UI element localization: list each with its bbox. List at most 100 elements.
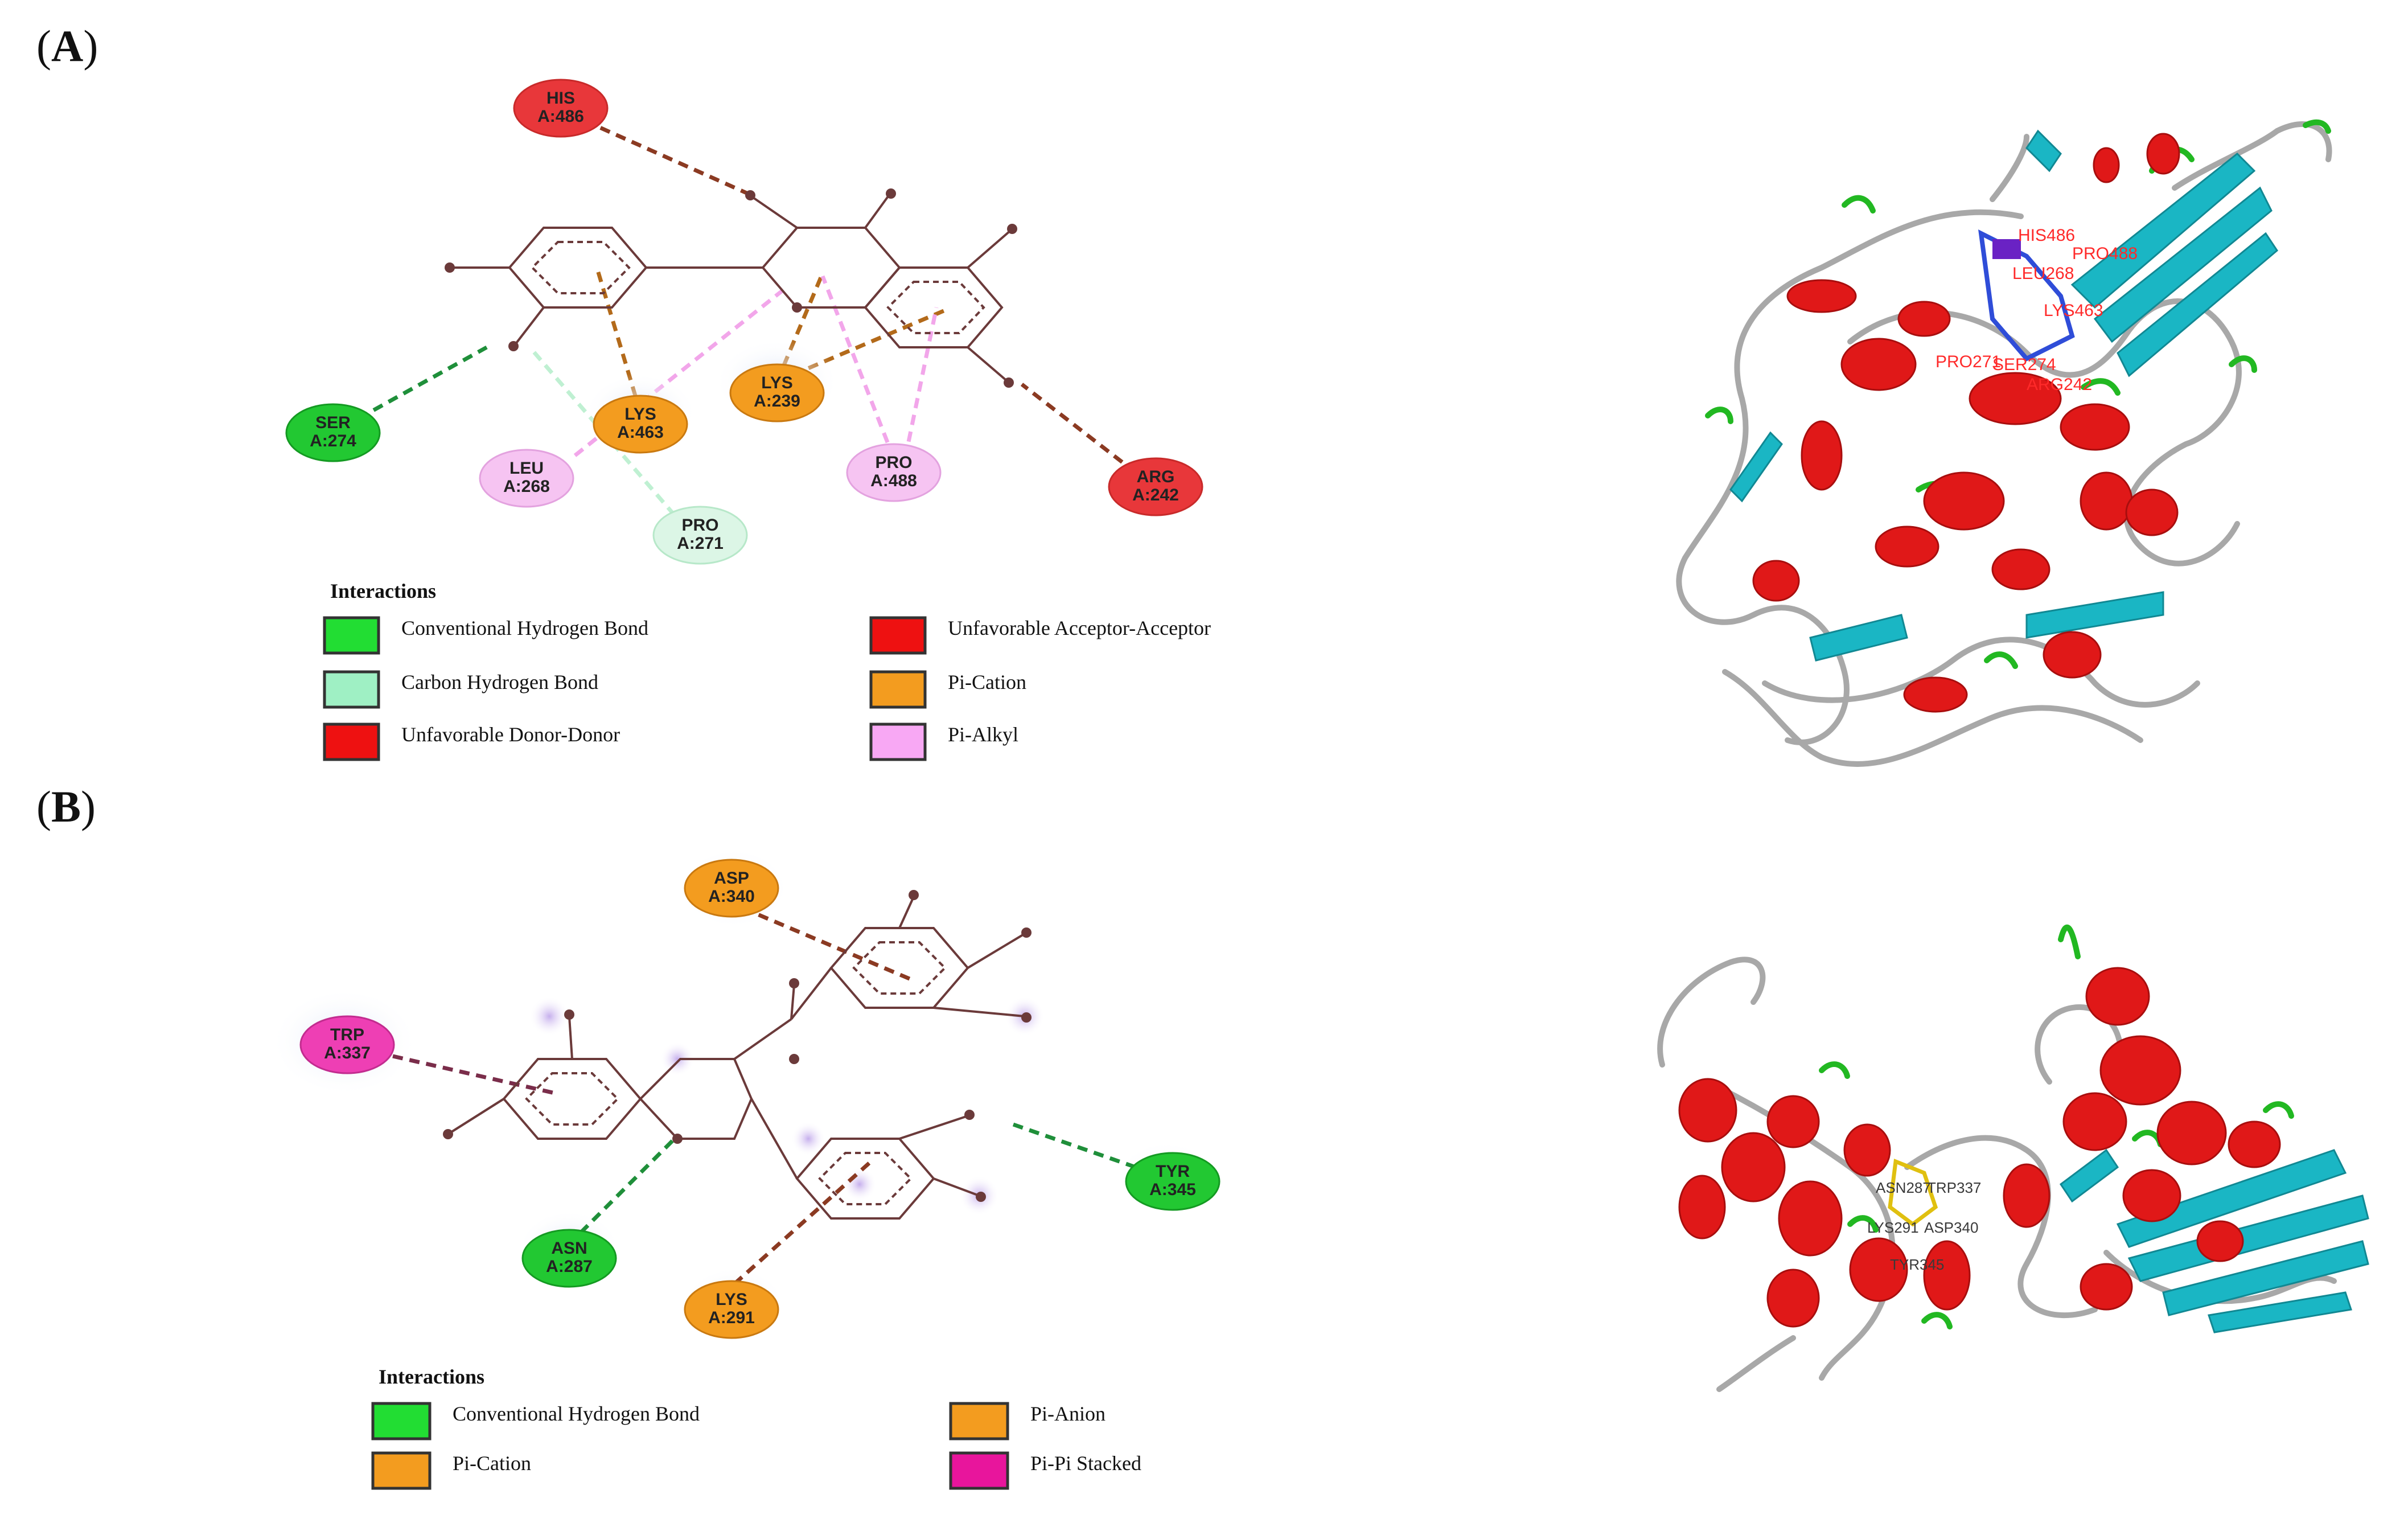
residue-name: ASN	[551, 1239, 587, 1258]
panel-b-legend: Interactions Conventional Hydrogen Bond …	[371, 1365, 1141, 1490]
residue-number: A:463	[617, 423, 664, 442]
bond-asp340	[742, 906, 912, 982]
svg-text:ASP340: ASP340	[1924, 1219, 1978, 1236]
svg-text:LYS291: LYS291	[1867, 1219, 1919, 1236]
helices-a	[1752, 133, 2180, 713]
bond-lys239-b	[776, 308, 946, 384]
bond-oh-7	[449, 1098, 505, 1134]
ring-a	[864, 266, 1004, 348]
residue-trp337: TRP A:337	[299, 1015, 395, 1074]
residue-name: TYR	[1156, 1162, 1190, 1181]
svg-text:Conventional Hydrogen Bond: Conventional Hydrogen Bond	[401, 617, 648, 639]
bond-asn287	[579, 1134, 679, 1234]
residue-name: HIS	[546, 89, 575, 108]
residue-lys463: LYS A:463	[593, 395, 688, 454]
ligand-b-3d	[1888, 1159, 1938, 1227]
binding-site-labels-a: HIS486 PRO488 LEU268 LYS463 PRO271 SER27…	[1936, 226, 2138, 394]
svg-text:Pi-Cation: Pi-Cation	[948, 671, 1026, 693]
sheets-b	[2059, 1148, 2369, 1333]
residue-pro488: PRO A:488	[846, 443, 942, 502]
ring-b	[508, 227, 648, 309]
bond-ser274	[357, 345, 488, 421]
legend-item-pi-cation: Pi-Cation	[869, 670, 1026, 709]
residue-number: A:239	[754, 392, 800, 411]
residue-name: TRP	[330, 1025, 364, 1044]
residue-number: A:291	[708, 1308, 755, 1327]
svg-text:Unfavorable Donor-Donor: Unfavorable Donor-Donor	[401, 723, 620, 746]
residue-name: ASP	[714, 869, 749, 888]
ring-a-b	[502, 1058, 642, 1140]
panel-b-label: (B)	[36, 782, 96, 831]
ligand-b	[449, 896, 1026, 1220]
residue-number: A:340	[708, 887, 755, 906]
svg-text:ASN287: ASN287	[1876, 1179, 1931, 1196]
svg-text:PRO271: PRO271	[1936, 352, 2001, 371]
bond-ester	[733, 1018, 792, 1060]
legend-title: Interactions	[379, 1365, 484, 1388]
residue-number: A:345	[1149, 1180, 1196, 1199]
legend-item-pi-anion: Pi-Anion	[949, 1402, 1106, 1440]
svg-text:SER274: SER274	[1992, 355, 2056, 374]
svg-text:HIS486: HIS486	[2018, 226, 2075, 245]
helices-b	[1678, 967, 2281, 1328]
svg-text:LEU268: LEU268	[2012, 264, 2074, 283]
svg-text:TRP337: TRP337	[1927, 1179, 1981, 1196]
residue-number: A:488	[870, 471, 917, 490]
ligand-a-3d	[1978, 229, 2075, 362]
residue-tyr345: TYR A:345	[1125, 1152, 1221, 1211]
residue-name: LYS	[761, 373, 793, 392]
bond-oh-5	[568, 1016, 573, 1060]
svg-text:Unfavorable Acceptor-Acceptor: Unfavorable Acceptor-Acceptor	[948, 617, 1211, 639]
ligand-a	[453, 195, 1012, 383]
bond-oh-2	[967, 933, 1026, 969]
svg-text:Carbon Hydrogen Bond: Carbon Hydrogen Bond	[401, 671, 598, 693]
legend-item-conventional-hbond-b: Conventional Hydrogen Bond	[371, 1402, 700, 1440]
bond-oh-arg	[967, 346, 1009, 383]
ring-catechol-aromatic	[818, 1152, 913, 1205]
residue-ser274: SER A:274	[285, 403, 381, 462]
svg-text:Pi-Anion: Pi-Anion	[1030, 1402, 1106, 1425]
residue-name: LEU	[509, 459, 544, 478]
bond-oh-top	[967, 229, 1012, 269]
binding-site-labels-b: ASN287 TRP337 LYS291 ASP340 TYR345	[1867, 1179, 1981, 1273]
svg-text:ARG242: ARG242	[2027, 375, 2092, 394]
ring-galloyl-aromatic	[852, 941, 947, 995]
residue-his486: HIS A:486	[513, 79, 609, 138]
bond-ester-2	[790, 967, 832, 1020]
legend-title: Interactions	[330, 580, 436, 602]
svg-text:Pi-Pi Stacked: Pi-Pi Stacked	[1030, 1452, 1141, 1475]
residue-lys239: LYS A:239	[729, 363, 825, 422]
residue-number: A:274	[310, 432, 356, 450]
bond-oh-1	[898, 896, 915, 929]
residue-pro271: PRO A:271	[652, 506, 748, 565]
legend-item-pi-pi-stacked: Pi-Pi Stacked	[949, 1451, 1141, 1490]
panel-a-legend: Interactions Conventional Hydrogen Bond …	[323, 580, 1211, 761]
bond-carbonyl	[864, 195, 889, 229]
residue-name: LYS	[624, 405, 656, 424]
svg-text:Conventional Hydrogen Bond: Conventional Hydrogen Bond	[453, 1402, 700, 1425]
bond-oh-ser	[514, 306, 545, 346]
residue-number: A:271	[677, 534, 724, 553]
legend-item-carbon-hbond: Carbon Hydrogen Bond	[323, 670, 598, 709]
bond-trp337	[392, 1054, 556, 1095]
residue-number: A:337	[324, 1044, 371, 1062]
residue-number: A:287	[546, 1257, 593, 1276]
residue-asp340: ASP A:340	[684, 859, 779, 918]
residue-lys291: LYS A:291	[684, 1280, 779, 1339]
svg-text:LYS463: LYS463	[2044, 301, 2103, 320]
bond-oh-his	[750, 195, 798, 229]
bond-pro488-b	[903, 307, 939, 459]
bond-oh-4p	[933, 1177, 980, 1197]
residue-number: A:268	[503, 477, 550, 496]
svg-text:Pi-Cation: Pi-Cation	[453, 1452, 531, 1475]
legend-item-unfavorable-acceptor: Unfavorable Acceptor-Acceptor	[869, 616, 1211, 655]
legend-item-pi-alkyl: Pi-Alkyl	[869, 723, 1018, 761]
residue-name: PRO	[681, 516, 718, 535]
bond-c2-catechol	[750, 1098, 798, 1179]
ligand-b-atoms	[443, 890, 1032, 1202]
bond-arg242	[1020, 383, 1137, 474]
legend-item-pi-cation-b: Pi-Cation	[371, 1451, 531, 1490]
svg-text:Pi-Alkyl: Pi-Alkyl	[948, 723, 1018, 746]
residue-number: A:242	[1132, 486, 1179, 504]
